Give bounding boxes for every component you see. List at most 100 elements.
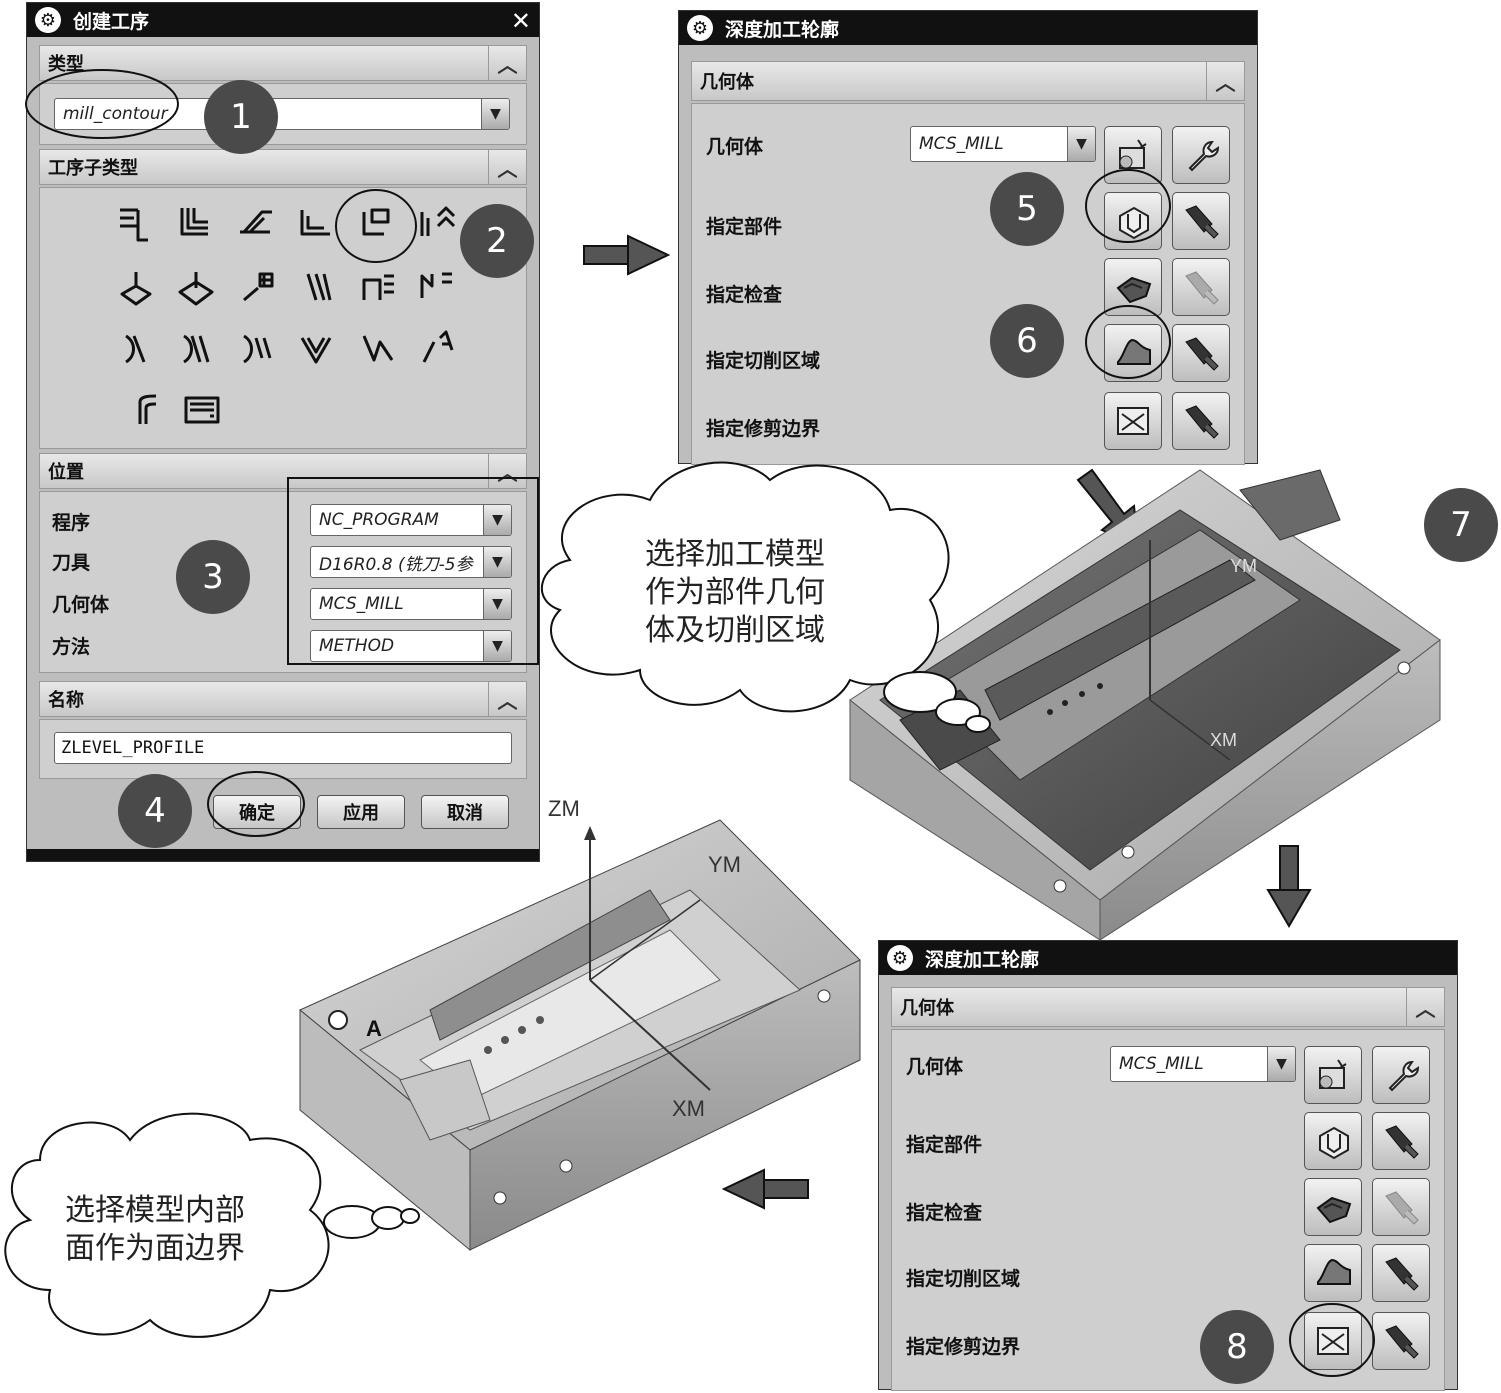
geometry-section-header[interactable]: 几何体 ︿ (691, 61, 1245, 101)
chevron-up-icon[interactable]: ︿ (488, 150, 526, 184)
dropdown-arrow-icon[interactable]: ▼ (483, 505, 511, 535)
location-header-label: 位置 (48, 462, 84, 483)
geometry-select[interactable]: MCS_MILL ▼ (310, 588, 512, 620)
location-section-header[interactable]: 位置 ︿ (39, 453, 527, 489)
display-flashlight-icon[interactable] (1172, 324, 1230, 382)
user-defined-icon[interactable] (180, 388, 226, 434)
mould-model-face-selection (299, 819, 861, 1252)
select-part-icon[interactable] (1304, 1112, 1362, 1170)
fixed-contour-icon[interactable] (114, 266, 160, 312)
part-label: 指定部件 (906, 1134, 983, 1156)
solid-profile-3d-icon[interactable] (354, 328, 400, 374)
contour-grid-icon[interactable] (234, 266, 280, 312)
gear-icon[interactable]: ⚙ (35, 7, 61, 33)
gear-icon[interactable]: ⚙ (687, 15, 713, 41)
new-geometry-icon[interactable] (1104, 126, 1162, 184)
display-flashlight-icon[interactable] (1372, 1312, 1430, 1370)
contour-streamline-icon[interactable] (294, 266, 340, 312)
dropdown-arrow-icon[interactable]: ▼ (481, 99, 509, 129)
select-check-icon[interactable] (1304, 1178, 1362, 1236)
display-flashlight-icon[interactable] (1372, 1244, 1430, 1302)
contour-text-icon[interactable] (354, 266, 400, 312)
geometry-select[interactable]: MCS_MILL ▼ (1110, 1046, 1296, 1082)
gear-icon[interactable]: ⚙ (887, 945, 913, 971)
method-select[interactable]: METHOD ▼ (310, 630, 512, 662)
zlevel-corner-icon[interactable] (234, 202, 280, 248)
cancel-button[interactable]: 取消 (421, 795, 509, 829)
cloud-text-model: 选择加工模型 作为部件几何 体及切削区域 (620, 536, 850, 650)
display-flashlight-icon[interactable] (1172, 192, 1230, 250)
chevron-up-icon[interactable]: ︿ (488, 46, 526, 80)
geometry-section-header[interactable]: 几何体 ︿ (891, 987, 1445, 1027)
subtype-section-header[interactable]: 工序子类型 ︿ (39, 149, 527, 185)
select-trim-boundary-icon[interactable] (1304, 1312, 1362, 1370)
select-cut-area-icon[interactable] (1304, 1244, 1362, 1302)
arrow-left-icon (721, 1168, 809, 1210)
method-label: 方法 (52, 636, 91, 658)
display-flashlight-icon[interactable] (1172, 392, 1230, 450)
subtype-header-label: 工序子类型 (48, 158, 138, 179)
contour-area-icon[interactable] (414, 202, 460, 248)
zlevel-profile-selected-icon[interactable] (354, 202, 400, 248)
chevron-up-icon[interactable]: ︿ (488, 454, 526, 488)
type-section-header[interactable]: 类型 ︿ (39, 45, 527, 81)
chevron-up-icon[interactable]: ︿ (488, 682, 526, 716)
program-select[interactable]: NC_PROGRAM ▼ (310, 504, 512, 536)
tool-label: 刀具 (52, 552, 91, 574)
geometry-select[interactable]: MCS_MILL ▼ (910, 126, 1096, 162)
cut-area-label: 指定切削区域 (906, 1268, 1021, 1290)
display-flashlight-icon[interactable] (1372, 1112, 1430, 1170)
flowcut-ref-icon[interactable] (234, 328, 280, 374)
dropdown-arrow-icon[interactable]: ▼ (1067, 127, 1095, 161)
dialog-title: 深度加工轮廓 (925, 948, 1040, 971)
zlevel-dialog-bottom: ⚙ 深度加工轮廓 几何体 ︿ 几何体 MCS_MILL ▼ 指定部件 指定检查 … (878, 940, 1458, 1391)
apply-button[interactable]: 应用 (317, 795, 405, 829)
tool-select[interactable]: D16R0.8 (铣刀-5参 ▼ (310, 546, 512, 578)
step-3-badge: 3 (176, 540, 250, 614)
dialog-bottom-bar (27, 849, 539, 861)
geometry-panel: 几何体 MCS_MILL ▼ 指定部件 指定检查 指定切削区域 指定修剪边界 (691, 103, 1245, 465)
name-section-header[interactable]: 名称 ︿ (39, 681, 527, 717)
flowcut-single-icon[interactable] (114, 328, 160, 374)
close-icon[interactable]: ✕ (510, 7, 531, 35)
select-check-icon[interactable] (1104, 258, 1162, 316)
select-part-icon[interactable] (1104, 192, 1162, 250)
display-flashlight-disabled-icon[interactable] (1172, 258, 1230, 316)
operation-name-input[interactable]: ZLEVEL_PROFILE (54, 732, 512, 764)
chevron-up-icon[interactable]: ︿ (1406, 988, 1444, 1026)
dropdown-arrow-icon[interactable]: ▼ (483, 631, 511, 661)
dropdown-arrow-icon[interactable]: ▼ (483, 547, 511, 577)
flowcut-smooth-icon[interactable] (294, 328, 340, 374)
dropdown-arrow-icon[interactable]: ▼ (1267, 1047, 1295, 1081)
dropdown-arrow-icon[interactable]: ▼ (483, 589, 511, 619)
step-4-badge: 4 (118, 774, 192, 848)
display-flashlight-disabled-icon[interactable] (1372, 1178, 1430, 1236)
tool-value: D16R0.8 (铣刀-5参 (319, 554, 473, 575)
zlevel-cavity-icon[interactable] (114, 202, 160, 248)
chevron-up-icon[interactable]: ︿ (1206, 62, 1244, 100)
flowcut-multi-icon[interactable] (174, 328, 220, 374)
zlevel-wall-icon[interactable] (174, 202, 220, 248)
new-geometry-icon[interactable] (1304, 1046, 1362, 1104)
type-select[interactable]: mill_contour ▼ (54, 98, 510, 130)
check-label: 指定检查 (906, 1202, 983, 1224)
contour-surface-icon[interactable] (174, 266, 220, 312)
arrow-down-icon (1266, 845, 1312, 928)
dialog-titlebar: ⚙ 创建工序 ✕ (27, 3, 539, 37)
ok-button[interactable]: 确定 (213, 795, 301, 829)
dialog-title: 创建工序 (73, 10, 150, 33)
geometry-panel: 几何体 MCS_MILL ▼ 指定部件 指定检查 指定切削区域 指定修剪边界 (891, 1029, 1445, 1391)
trim-boundary-label: 指定修剪边界 (906, 1336, 1021, 1358)
select-trim-boundary-icon[interactable] (1104, 392, 1162, 450)
axis-label-xm: XM (1210, 730, 1237, 750)
pipe-icon[interactable] (124, 388, 170, 434)
contour-text-a-icon[interactable] (414, 328, 460, 374)
step-2-badge: 2 (460, 204, 534, 278)
edit-wrench-icon[interactable] (1172, 126, 1230, 184)
zlevel-profile-icon[interactable] (294, 202, 340, 248)
section-label: 几何体 (900, 998, 954, 1019)
select-cut-area-icon[interactable] (1104, 324, 1162, 382)
edit-wrench-icon[interactable] (1372, 1046, 1430, 1104)
contour-profile-3d-icon[interactable] (414, 266, 460, 312)
type-header-label: 类型 (48, 54, 84, 75)
